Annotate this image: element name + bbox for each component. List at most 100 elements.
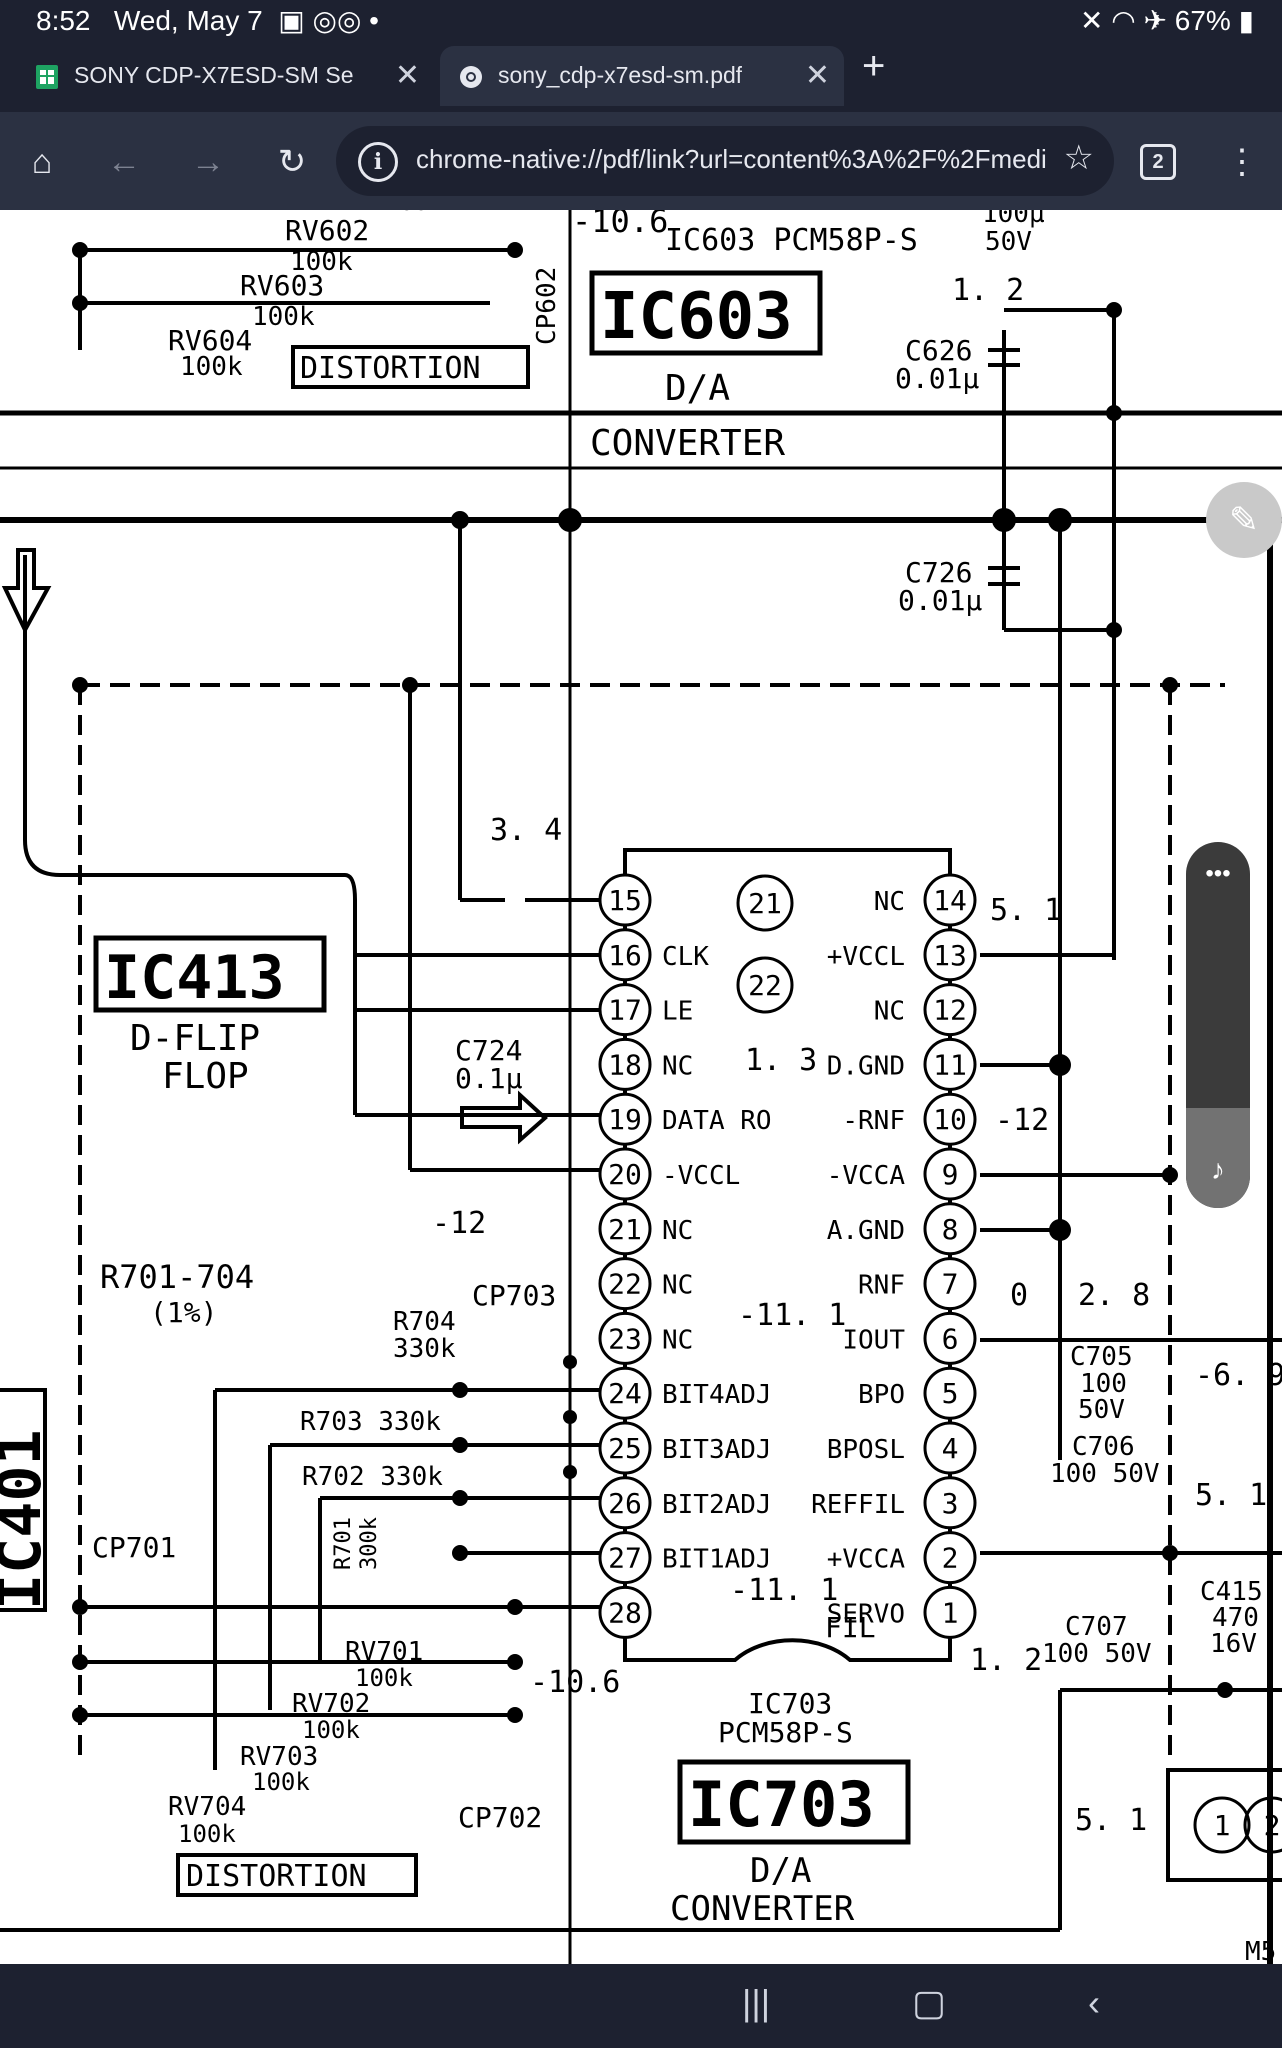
recents-icon[interactable]: |||	[742, 1982, 771, 2023]
tab-service-manual[interactable]: SONY CDP-X7ESD-SM Service M ✕	[16, 46, 434, 106]
label-rv702: RV702	[292, 1689, 370, 1719]
edit-pencil-button[interactable]: ✎	[1206, 482, 1282, 558]
pin-circle-left	[598, 1585, 652, 1639]
pin-number-left: 17	[608, 994, 642, 1027]
pin-label-right: BPOSL	[827, 1435, 905, 1465]
pin-circle-right	[923, 1037, 977, 1091]
label-c415-value1: 470	[1212, 1603, 1259, 1633]
battery-icon: ▮	[1238, 5, 1254, 36]
label-distortion-bottom: DISTORTION	[186, 1859, 367, 1894]
label-c705: C705	[1070, 1342, 1133, 1372]
label-v-minus-12-right: -12	[995, 1103, 1049, 1138]
label-servo-fil: FIL	[825, 1611, 876, 1644]
bookmark-star-icon[interactable]: ☆	[1063, 139, 1094, 177]
new-tab-button[interactable]: +	[862, 44, 886, 88]
battery-level: 67%	[1174, 5, 1231, 36]
home-icon[interactable]: ⌂	[31, 143, 53, 181]
pin-number-left: 20	[608, 1158, 642, 1191]
label-c626-value: 0.01µ	[895, 362, 979, 395]
url-text[interactable]: chrome-native://pdf/link?url=content%3A%…	[416, 144, 1046, 174]
forward-icon[interactable]: →	[191, 143, 225, 181]
arrow-down-icon	[1, 548, 52, 635]
label-rv701-value: 100k	[355, 1664, 413, 1692]
label-r100k-top: 100k	[385, 210, 443, 216]
pin-number-right: 12	[933, 994, 967, 1027]
pin-number-left: 23	[608, 1322, 642, 1355]
pin-number-left: 16	[608, 939, 642, 972]
pin-number-right: 4	[942, 1432, 959, 1465]
label-rv602: RV602	[285, 214, 369, 247]
pin-label-right: IOUT	[842, 1325, 905, 1355]
label-ic603-name: IC603	[600, 280, 793, 354]
audio-icon[interactable]: ♪	[1211, 1154, 1225, 1185]
pin-number-left: 19	[608, 1103, 642, 1136]
label-r704: R704	[393, 1307, 456, 1337]
label-c706: C706	[1072, 1432, 1135, 1462]
browser-toolbar: ⌂ ← → ↻ i chrome-native://pdf/link?url=c…	[0, 112, 1282, 210]
menu-icon[interactable]: ⋮	[1225, 143, 1259, 181]
address-bar[interactable]: i chrome-native://pdf/link?url=content%3…	[336, 126, 1114, 196]
label-ic603-part: IC603 PCM58P-S	[665, 223, 918, 258]
label-r701: R701	[331, 1517, 356, 1570]
pin-number-right: 9	[942, 1158, 959, 1191]
scroll-thumb[interactable]	[1186, 1108, 1250, 1208]
arrow-right-icon	[460, 1090, 548, 1145]
pin-label-right: NC	[874, 997, 905, 1027]
reload-icon[interactable]: ↻	[277, 143, 307, 181]
pin-label-right: NC	[874, 887, 905, 917]
close-tab-icon[interactable]: ✕	[394, 59, 420, 92]
info-icon[interactable]: i	[358, 142, 398, 182]
pin-circle-left	[598, 1202, 652, 1256]
pin-circle-right	[923, 1531, 977, 1585]
tab-pdf[interactable]: sony_cdp-x7esd-sm.pdf ✕	[440, 46, 844, 106]
status-bar: 8:52 Wed, May 7 ▣ ◎◎ • ✕ ◠ ✈ 67% ▮	[0, 0, 1282, 40]
label-r701-704: R701-704	[100, 1258, 254, 1296]
pin-label-left: NC	[662, 1051, 693, 1081]
label-v-2-8: 2. 8	[1078, 1278, 1150, 1313]
back-icon[interactable]: ←	[107, 143, 141, 181]
pin-circle-left	[598, 1037, 652, 1091]
label-rv604: RV604	[168, 324, 252, 357]
pin-number-left: 27	[608, 1542, 642, 1575]
home-nav-icon[interactable]: ▢	[912, 1982, 947, 2023]
pin-label-left: LE	[662, 997, 693, 1027]
pin-label-left: NC	[662, 1271, 693, 1301]
pin-circle-right	[923, 928, 977, 982]
more-dots-icon[interactable]: •••	[1205, 860, 1231, 887]
pin-number-right: 6	[942, 1322, 959, 1355]
pin-label-left: NC	[662, 1216, 693, 1246]
label-c706-value: 100 50V	[1050, 1459, 1160, 1489]
back-nav-icon[interactable]: ‹	[1088, 1982, 1100, 2023]
pin-label-left: DATA RO	[662, 1106, 772, 1136]
pin-circle-right	[923, 1202, 977, 1256]
wifi-icon: ◠	[1111, 5, 1136, 36]
label-v-1-2-b: 1. 2	[970, 1643, 1042, 1678]
label-cap-100u: 100µ	[982, 210, 1045, 229]
status-time: 8:52	[36, 5, 91, 36]
label-v-1-2: 1. 2	[952, 273, 1024, 308]
label-c726: C726	[905, 556, 972, 589]
pin-number-right: 14	[933, 884, 967, 917]
label-c415-value2: 16V	[1210, 1629, 1257, 1659]
label-ic603-da: D/A	[665, 368, 730, 409]
gallery-icon: ▣	[270, 5, 305, 36]
tab-switcher-button[interactable]: 2	[1140, 144, 1176, 180]
label-cp702: CP702	[458, 1801, 542, 1834]
label-v-minus-11-1-b: -11. 1	[730, 1573, 838, 1608]
pin-circle-right	[923, 1311, 977, 1365]
label-rv603-value: 100k	[252, 302, 315, 332]
close-tab-icon[interactable]: ✕	[804, 59, 830, 92]
label-cp703: CP703	[472, 1279, 556, 1312]
label-rv603: RV603	[240, 269, 324, 302]
scroll-handle[interactable]: ••• ♪	[1186, 842, 1250, 1208]
pin-circle-left	[598, 1147, 652, 1201]
label-ic703-name: IC703	[688, 1768, 875, 1841]
label-distortion-top: DISTORTION	[300, 351, 481, 386]
pin-circle-right	[923, 1366, 977, 1420]
label-c726-value: 0.01µ	[898, 584, 982, 617]
label-c705-value1: 100	[1080, 1369, 1127, 1399]
pin-circle-right	[923, 1421, 977, 1475]
pin-circle-left	[598, 1092, 652, 1146]
